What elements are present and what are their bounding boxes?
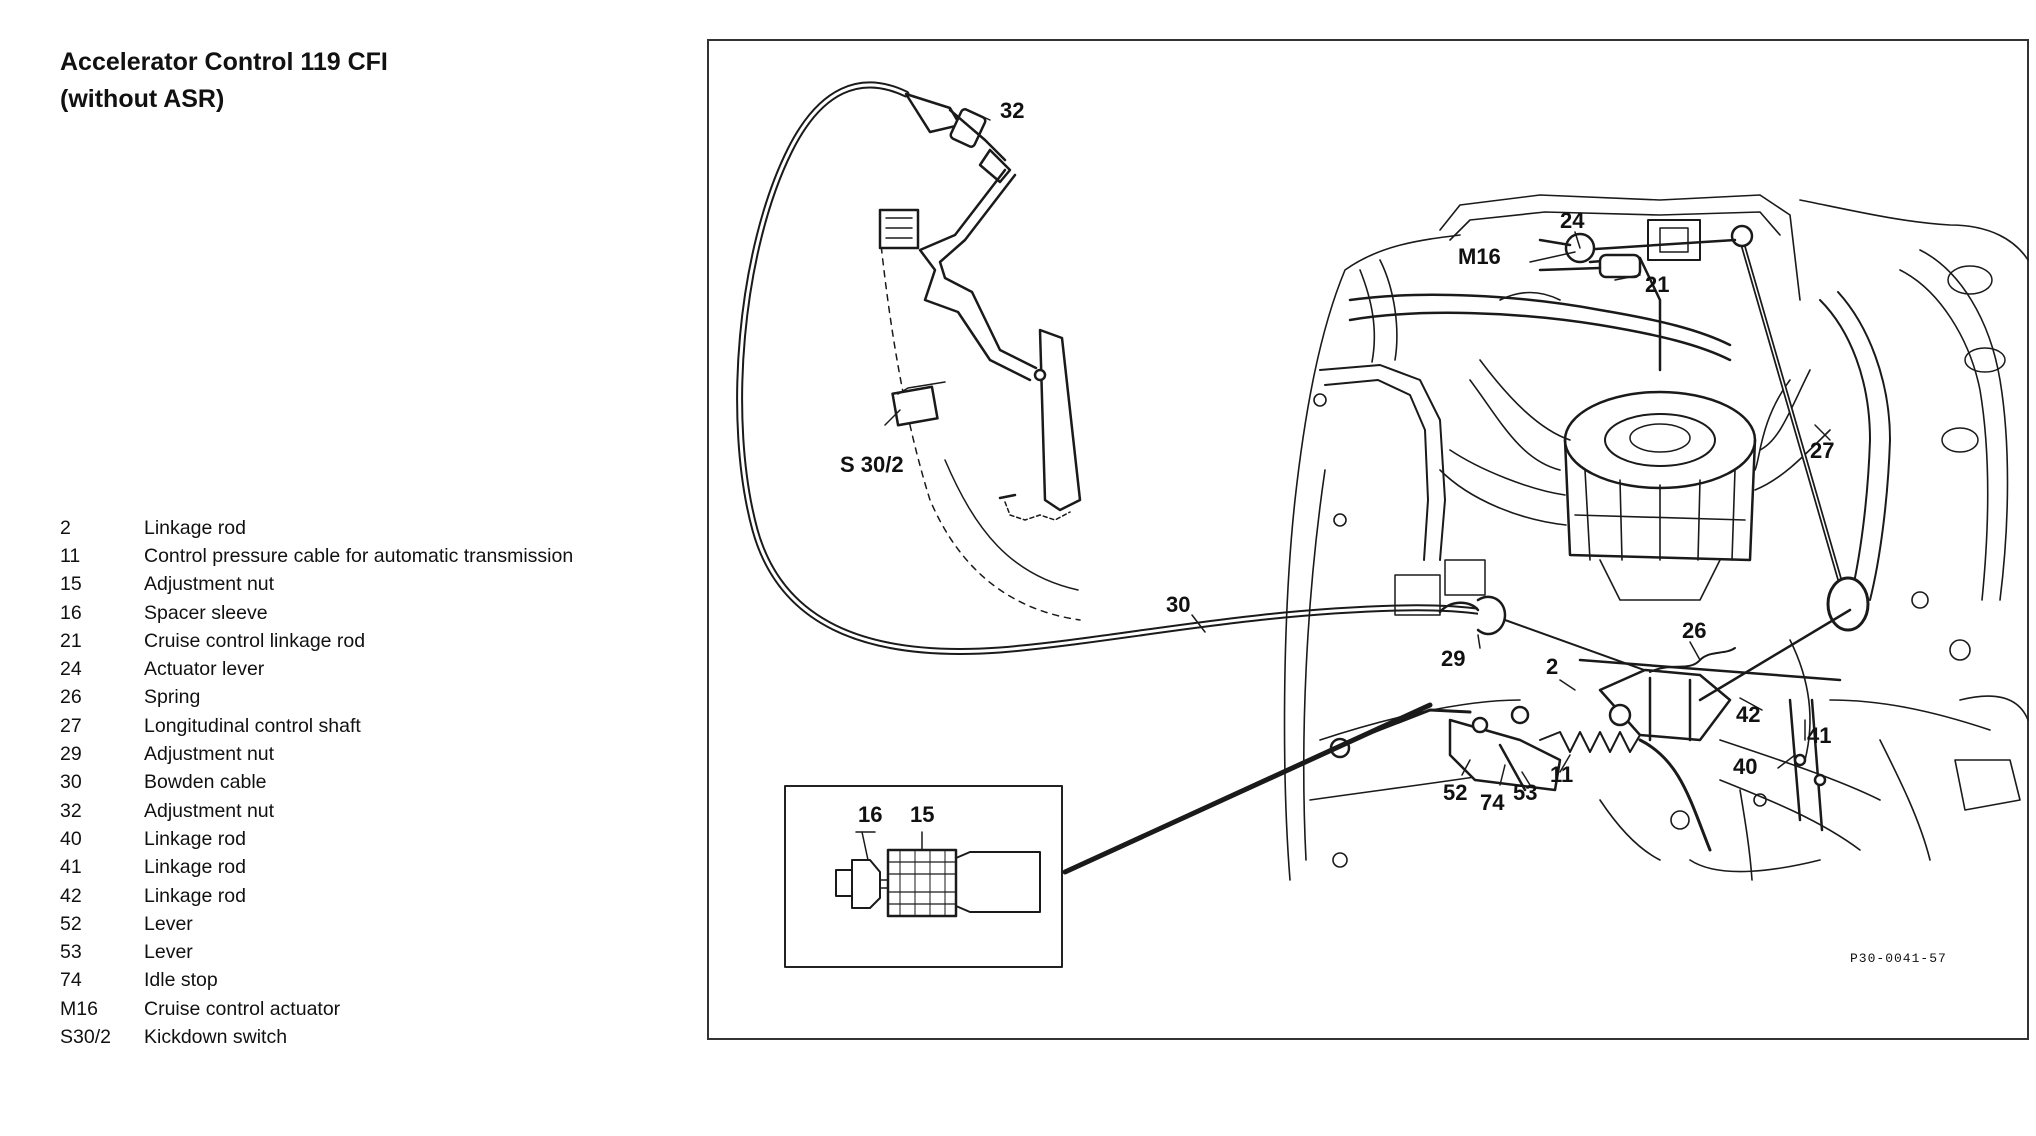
diagram-title: Accelerator Control 119 CFI (without ASR… <box>60 44 660 118</box>
legend-number: 2 <box>60 516 71 539</box>
callout-53: 53 <box>1513 780 1537 805</box>
callout-m16: M16 <box>1458 244 1501 269</box>
title-line-1: Accelerator Control 119 CFI <box>60 48 388 76</box>
legend-number: 42 <box>60 884 82 907</box>
legend-number: 24 <box>60 658 82 681</box>
detail-inset <box>784 702 1433 968</box>
callout-32: 32 <box>1000 98 1024 123</box>
legend-item: 29 Adjustment nut <box>60 740 700 768</box>
callout-24: 24 <box>1560 208 1585 233</box>
legend-item: 16 Spacer sleeve <box>60 599 700 627</box>
legend-item: S30/2 Kickdown switch <box>60 1023 700 1051</box>
title-line-2: (without ASR) <box>60 85 225 113</box>
legend-description: Spring <box>144 686 201 709</box>
legend-description: Lever <box>144 912 193 935</box>
legend-description: Lever <box>144 941 193 964</box>
legend-number: 29 <box>60 743 82 766</box>
diagram-frame <box>707 39 2029 1040</box>
legend-description: Linkage rod <box>144 827 246 850</box>
legend-item: M16 Cruise control actuator <box>60 995 700 1023</box>
legend-number: 11 <box>60 544 81 567</box>
legend-item: 41 Linkage rod <box>60 854 700 882</box>
legend-item: 74 Idle stop <box>60 967 700 995</box>
legend-description: Longitudinal control shaft <box>144 714 361 737</box>
callout-41: 41 <box>1807 723 1831 748</box>
callout-2: 2 <box>1546 654 1558 679</box>
legend-item: 26 Spring <box>60 684 700 712</box>
legend-item: 30 Bowden cable <box>60 769 700 797</box>
legend-description: Control pressure cable for automatic tra… <box>144 544 574 567</box>
callout-52: 52 <box>1443 780 1467 805</box>
legend-number: 15 <box>60 573 82 596</box>
legend-number: 41 <box>60 856 82 879</box>
legend-number: 40 <box>60 827 82 850</box>
callout-26: 26 <box>1682 618 1706 643</box>
legend-item: 21 Cruise control linkage rod <box>60 627 700 655</box>
legend-description: Cruise control actuator <box>144 997 341 1020</box>
legend-item: 27 Longitudinal control shaft <box>60 712 700 740</box>
legend-description: Kickdown switch <box>144 1025 288 1048</box>
legend-number: 26 <box>60 686 82 709</box>
callout-labels: 32 24 M16 21 27 S 30/2 30 29 26 2 42 41 … <box>840 98 1947 966</box>
legend-item: 52 Lever <box>60 910 700 938</box>
callout-27: 27 <box>1810 438 1834 463</box>
legend-item: 2 Linkage rod <box>60 514 700 542</box>
legend-item: 15 Adjustment nut <box>60 571 700 599</box>
legend-number: 74 <box>60 969 82 992</box>
callout-s30-2: S 30/2 <box>840 452 904 477</box>
callout-30: 30 <box>1166 592 1190 617</box>
throttle-linkage <box>1329 224 1870 852</box>
legend-number: 53 <box>60 941 82 964</box>
legend-item: 53 Lever <box>60 938 700 966</box>
legend-description: Linkage rod <box>144 516 246 539</box>
legend-number: M16 <box>60 997 98 1020</box>
legend-description: Actuator lever <box>144 658 265 681</box>
legend-description: Adjustment nut <box>144 573 275 596</box>
legend-item: 42 Linkage rod <box>60 882 700 910</box>
callout-29: 29 <box>1441 646 1465 671</box>
legend-description: Adjustment nut <box>144 799 275 822</box>
legend-number: 16 <box>60 601 82 624</box>
legend-number: 32 <box>60 799 82 822</box>
legend-description: Linkage rod <box>144 856 246 879</box>
legend-description: Idle stop <box>144 969 218 992</box>
legend-description: Cruise control linkage rod <box>144 629 366 652</box>
callout-21: 21 <box>1645 272 1669 297</box>
bowden-cable <box>736 81 1489 655</box>
legend-number: 30 <box>60 771 82 794</box>
figure-reference: P30-0041-57 <box>1850 951 1947 966</box>
legend-number: 21 <box>60 629 82 652</box>
legend-description: Linkage rod <box>144 884 246 907</box>
legend-number: S30/2 <box>60 1025 111 1048</box>
callout-16: 16 <box>858 802 882 827</box>
legend-item: 11 Control pressure cable for automatic t… <box>60 542 700 570</box>
legend-number: 27 <box>60 714 82 737</box>
engine-bay-linework <box>1283 194 2029 881</box>
callout-74: 74 <box>1480 790 1505 815</box>
callout-15: 15 <box>910 802 934 827</box>
legend-description: Adjustment nut <box>144 743 275 766</box>
legend-number: 52 <box>60 912 82 935</box>
callout-leaders <box>884 109 1831 786</box>
legend-description: Spacer sleeve <box>144 601 268 624</box>
accelerator-pedal-assembly <box>878 92 1082 621</box>
legend-description: Bowden cable <box>144 771 267 794</box>
legend-item: 32 Adjustment nut <box>60 797 700 825</box>
legend-item: 24 Actuator lever <box>60 655 700 683</box>
callout-40: 40 <box>1733 754 1757 779</box>
callout-11: 11 <box>1550 762 1573 787</box>
legend-item: 40 Linkage rod <box>60 825 700 853</box>
callout-42: 42 <box>1736 702 1760 727</box>
